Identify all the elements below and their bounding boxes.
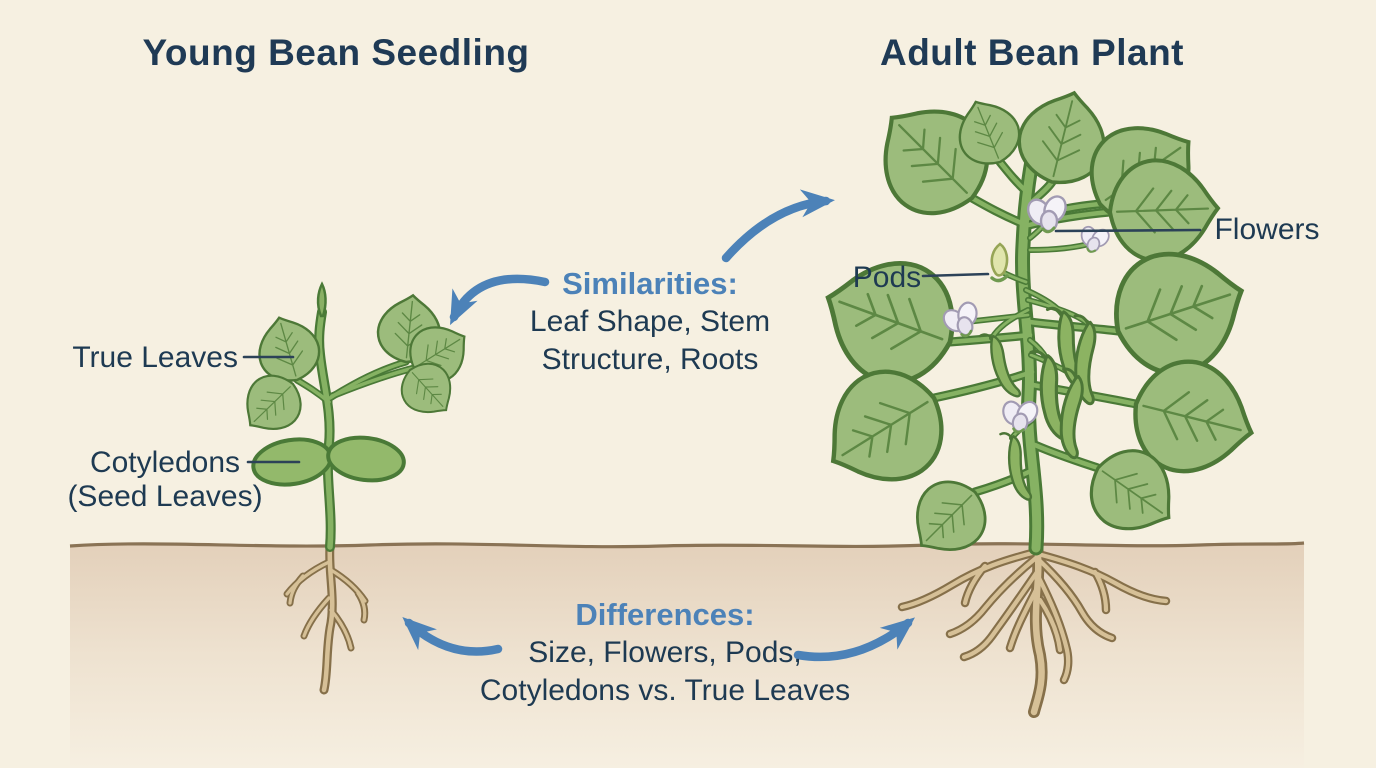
differences-line1: Size, Flowers, Pods, — [528, 636, 802, 669]
pods-label: Pods — [852, 261, 922, 294]
cotyledons-label-line1: Cotyledons — [89, 446, 241, 479]
flowers-leader-line — [1054, 228, 1202, 233]
cotyledons-label-line2: (Seed Leaves) — [67, 480, 263, 513]
similarities-arrow-to-seedling — [449, 274, 550, 326]
seedling-shoot-tip — [316, 281, 327, 318]
leader-lines — [242, 228, 1202, 464]
similarities-heading: Similarities: — [562, 266, 738, 301]
flowers-label: Flowers — [1214, 213, 1320, 246]
pods-leader-line — [921, 272, 990, 278]
differences-arrow-to-seedling-roots — [402, 616, 503, 656]
true-leaves-label: True Leaves — [72, 341, 238, 374]
differences-heading: Differences: — [575, 597, 755, 632]
annotation-arrows — [402, 189, 916, 662]
left-title: Young Bean Seedling — [142, 32, 530, 73]
adult-plant — [804, 81, 1265, 572]
cotyledons-label: Cotyledons (Seed Leaves) — [20, 446, 310, 514]
differences-callout: Differences: Size, Flowers, Pods, Cotyle… — [435, 596, 895, 710]
similarities-line1: Leaf Shape, Stem — [529, 305, 771, 338]
differences-arrow-to-adult-roots — [793, 617, 916, 662]
differences-line2: Cotyledons vs. True Leaves — [479, 674, 851, 707]
young-pod — [990, 242, 1009, 283]
similarities-line2: Structure, Roots — [541, 343, 759, 376]
ground-line — [69, 541, 1305, 549]
similarities-callout: Similarities: Leaf Shape, Stem Structure… — [450, 265, 850, 379]
right-title: Adult Bean Plant — [879, 32, 1185, 73]
similarities-arrow-to-adult — [721, 189, 835, 263]
seedling-true-leaves — [230, 290, 481, 447]
